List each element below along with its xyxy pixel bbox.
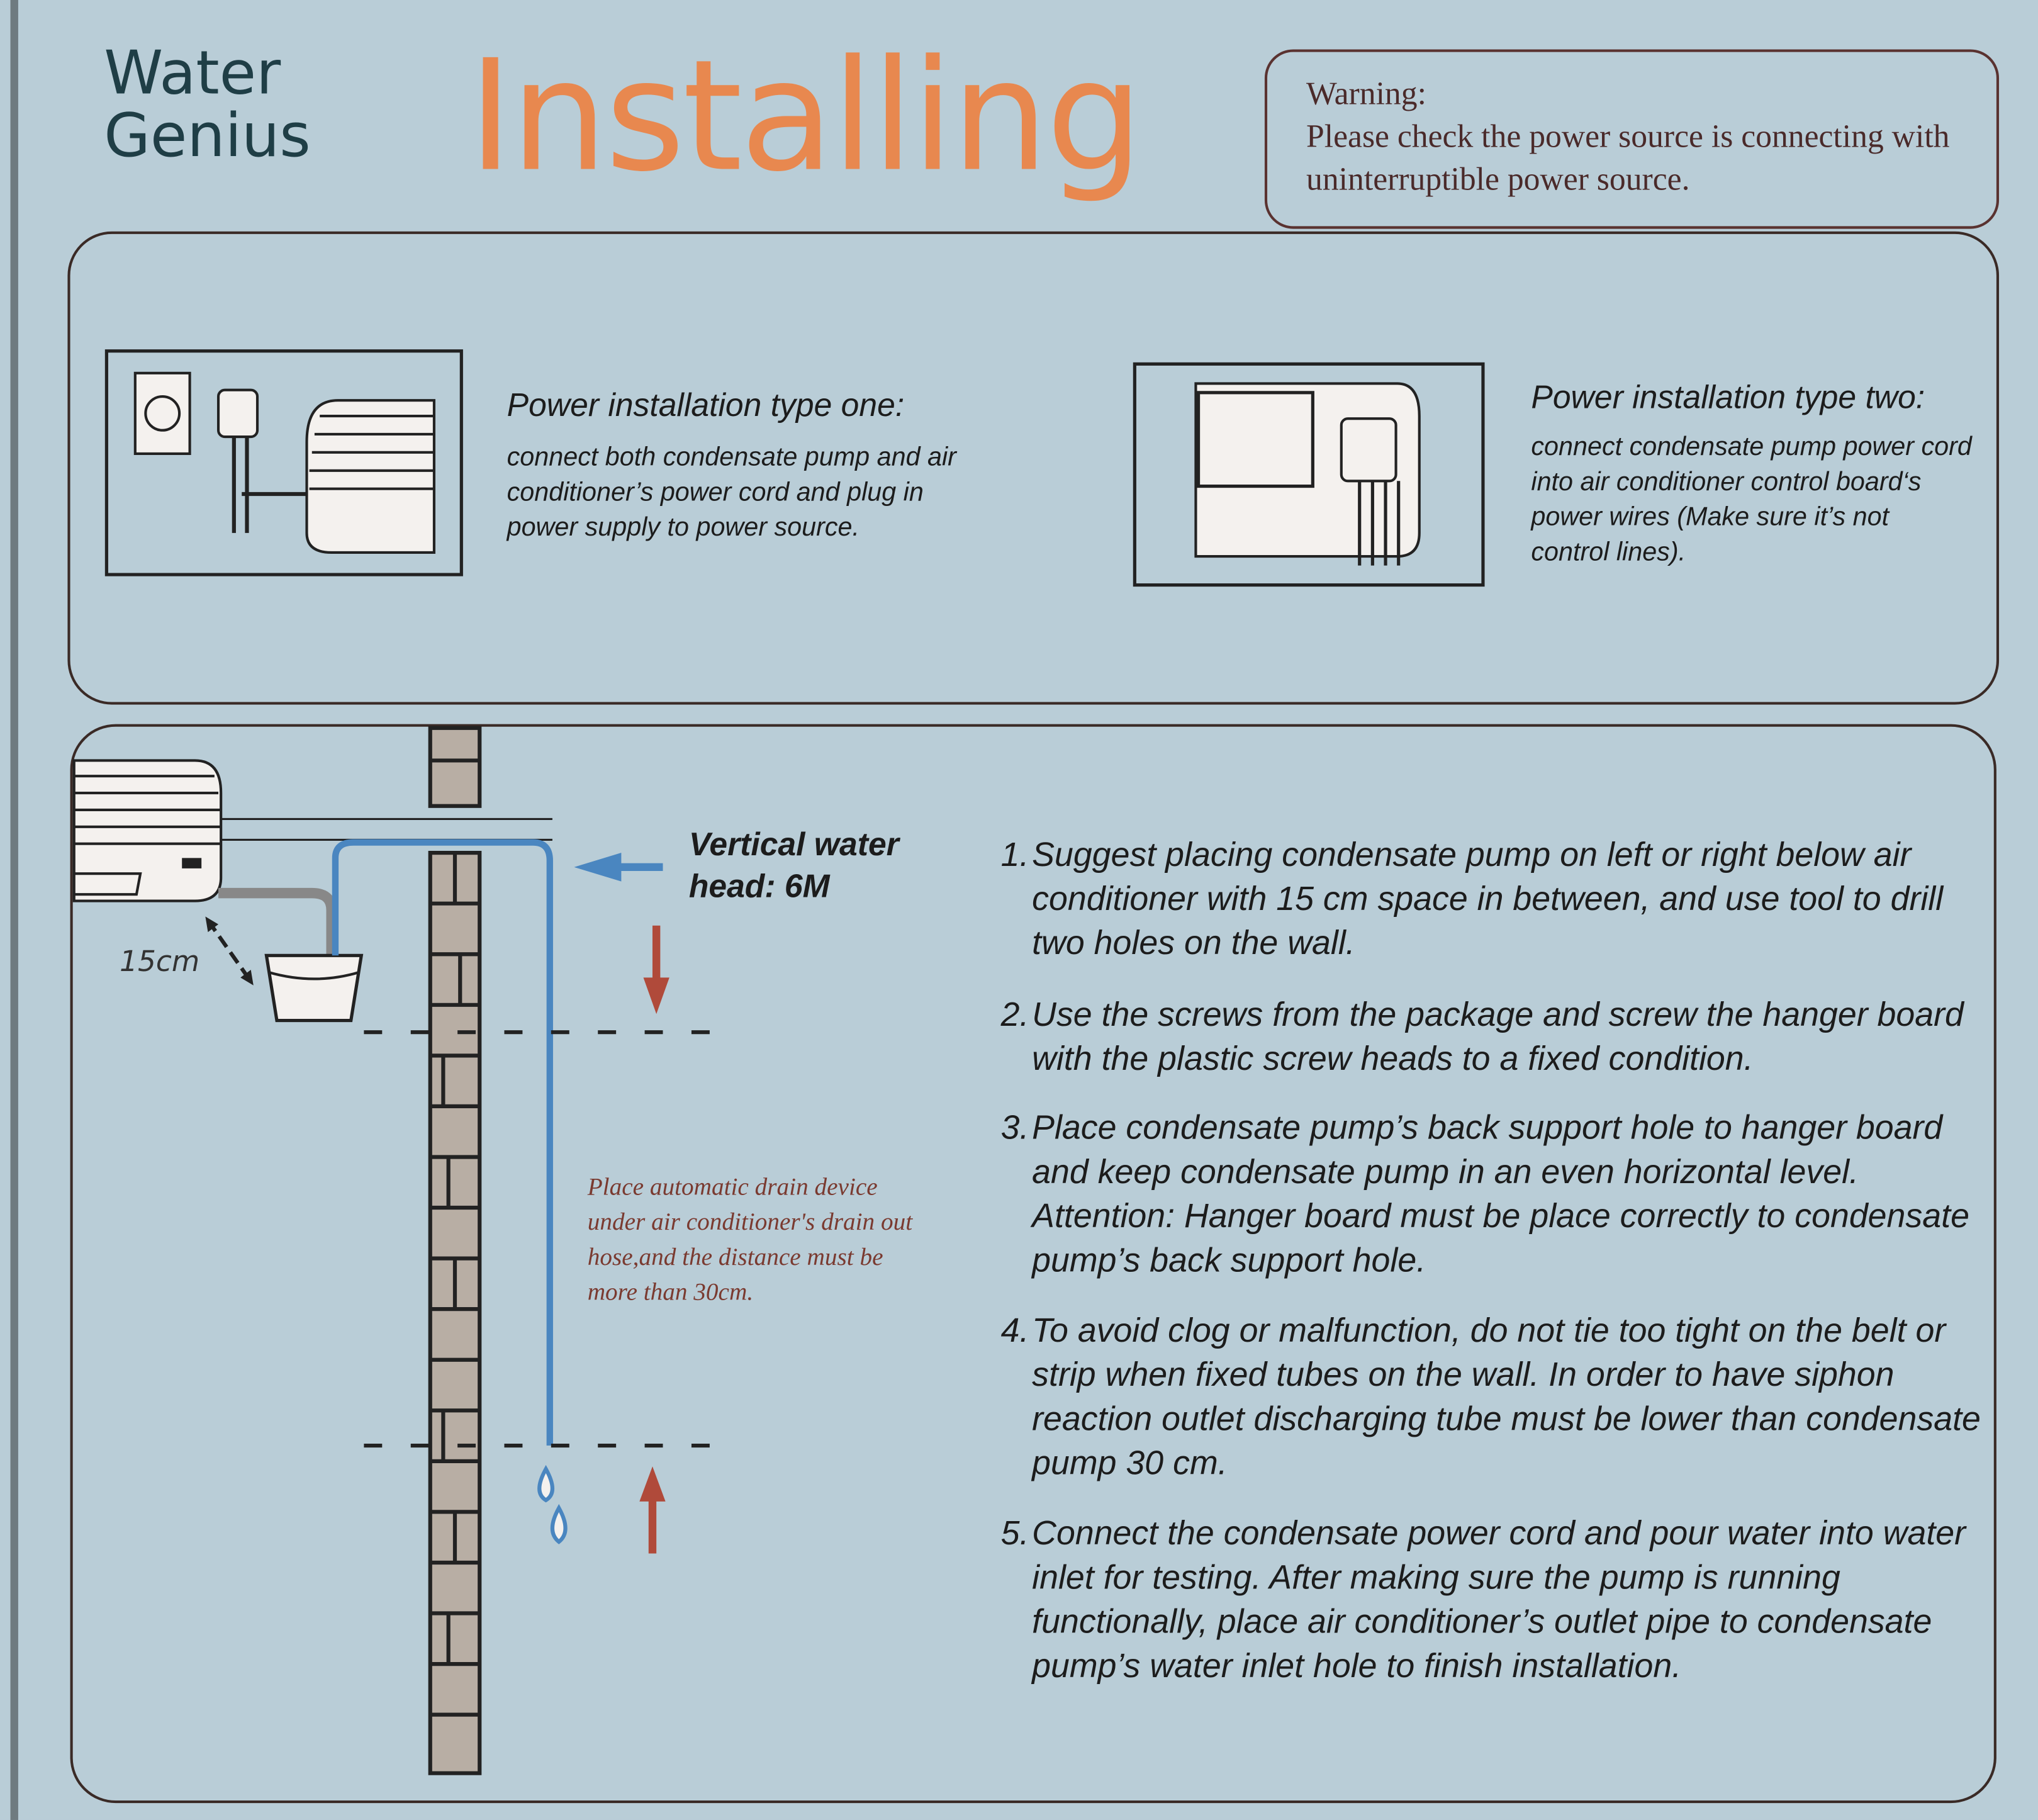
step-number: 2.	[1000, 994, 1029, 1034]
power-type-one-illustration	[104, 349, 463, 576]
power-type-one-title: Power installation type one:	[507, 387, 905, 424]
air-conditioner-icon	[72, 759, 552, 902]
step-5: 5.Connect the condensate power cord and …	[1001, 1510, 1989, 1687]
page-title: Installing	[468, 26, 1144, 206]
power-type-one: Power installation type one: connect bot…	[507, 388, 1053, 546]
step-text: Connect the condensate power cord and po…	[1032, 1513, 1966, 1685]
power-type-two-illustration	[1133, 362, 1485, 587]
discharge-pipe	[332, 839, 553, 1446]
step-3: 3.Place condensate pump’s back support h…	[1001, 1105, 1989, 1282]
power-type-two-body: connect condensate pump power cord into …	[1531, 432, 1972, 567]
water-drop-icon	[537, 1464, 568, 1544]
step-text: To avoid clog or malfunction, do not tie…	[1032, 1310, 1981, 1482]
power-panel	[67, 231, 2000, 705]
brand-logo: Water Genius	[104, 42, 310, 166]
warning-text: Please check the power source is connect…	[1306, 120, 1950, 198]
pump-icon	[1340, 417, 1397, 483]
drain-hose	[218, 887, 337, 956]
outlet-icon	[133, 371, 191, 455]
power-type-one-body: connect both condensate pump and air con…	[507, 443, 956, 542]
warning-box: Warning: Please check the power source i…	[1264, 49, 2000, 229]
brand-line2: Genius	[104, 100, 311, 171]
distance-label: 15cm	[120, 946, 200, 979]
step-text: Suggest placing condensate pump on left …	[1032, 834, 1944, 962]
step-number: 5.	[1000, 1513, 1029, 1553]
step-1: 1.Suggest placing condensate pump on lef…	[1001, 832, 1989, 965]
step-4: 4.To avoid clog or malfunction, do not t…	[1001, 1308, 1989, 1485]
step-number: 1.	[1000, 834, 1029, 874]
page-edge	[10, 0, 18, 1820]
power-type-two: Power installation type two: connect con…	[1531, 379, 1973, 571]
step-number: 3.	[1000, 1107, 1029, 1147]
vertical-head-label: Vertical water head: 6M	[688, 826, 899, 905]
plug-icon	[216, 388, 259, 439]
power-type-two-title: Power installation type two:	[1531, 379, 1925, 417]
step-text: Use the screws from the package and scre…	[1032, 994, 1964, 1078]
drain-note: Place automatic drain device under air c…	[587, 1174, 913, 1307]
condensate-pump-icon	[264, 953, 364, 1023]
warning-heading: Warning:	[1306, 76, 1426, 112]
distance-arrow-icon	[206, 919, 253, 983]
step-text: Place condensate pump’s back support hol…	[1032, 1107, 1969, 1279]
brand-line1: Water	[104, 37, 281, 108]
step-number: 4.	[1000, 1310, 1029, 1350]
install-panel	[70, 724, 1996, 1804]
blue-arrow-icon	[574, 852, 663, 882]
wall-icon	[428, 726, 482, 1775]
ac-unit-icon	[305, 399, 436, 554]
step-2: 2.Use the screws from the package and sc…	[1001, 992, 1989, 1080]
